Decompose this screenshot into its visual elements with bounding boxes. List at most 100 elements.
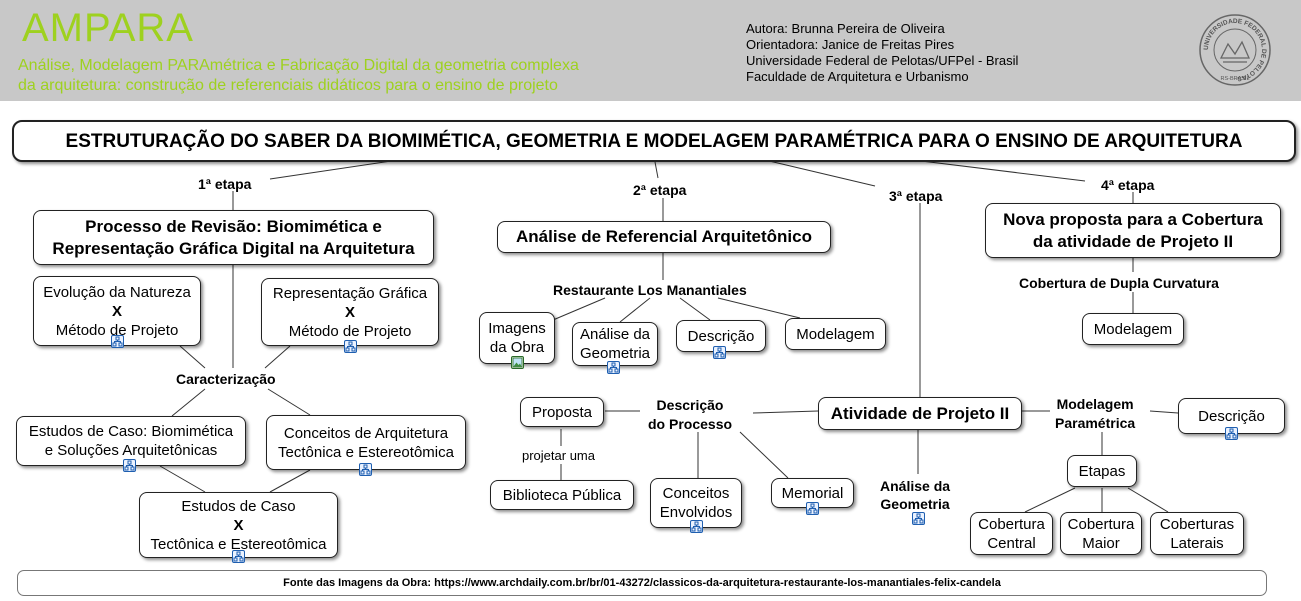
node-text: Evolução da Natureza: [43, 283, 191, 301]
node-text: Descrição: [1198, 407, 1265, 425]
concept-map-icon[interactable]: [111, 335, 124, 348]
node-text: Cobertura: [1067, 515, 1135, 533]
node-text: Análise da: [579, 326, 651, 343]
node-text: Etapas: [1078, 462, 1126, 480]
node-cobertura-maior[interactable]: Cobertura Maior: [1060, 512, 1142, 555]
credit-author: Autora: Brunna Pereira de Oliveira: [746, 21, 945, 36]
node-modelagem-s2[interactable]: Modelagem: [785, 318, 886, 350]
link-title-stage1: [269, 158, 406, 180]
node-conceitos-envolvidos[interactable]: Conceitos Envolvidos: [650, 478, 742, 528]
node-text: Método de Projeto: [288, 322, 412, 340]
link-title-stage3: [764, 159, 876, 187]
svg-text:RS-BRASIL: RS-BRASIL: [1220, 76, 1249, 82]
node-etapas[interactable]: Etapas: [1067, 455, 1137, 487]
cobertura-dupla-label: Cobertura de Dupla Curvatura: [1019, 275, 1219, 291]
node-imagens-obra[interactable]: Imagens da Obra: [479, 312, 555, 364]
node-conceitos-arquitetura[interactable]: Conceitos de Arquitetura Tectônica e Est…: [266, 415, 466, 470]
stage-4-label: 4ª etapa: [1101, 177, 1155, 193]
link-desc-memorial: [739, 431, 789, 479]
node-text: Modelagem: [796, 325, 875, 343]
link-caract-conc: [267, 388, 311, 416]
node-biblioteca-publica[interactable]: Biblioteca Pública: [490, 480, 634, 510]
node-analise-geometria[interactable]: Análise da Geometria: [572, 322, 658, 366]
node-text: Representação Gráfica Digital na Arquite…: [52, 238, 415, 258]
node-text: Biblioteca Pública: [502, 486, 622, 504]
link-ativ-desc: [752, 410, 819, 414]
concept-map-icon[interactable]: [359, 463, 372, 476]
node-text: Cobertura: [978, 515, 1045, 533]
node-text: Memorial: [781, 484, 844, 502]
concept-map-icon[interactable]: [1225, 427, 1238, 440]
node-text: Tectônica e Estereotômica: [150, 535, 327, 553]
node-text: Coberturas: [1159, 515, 1235, 533]
node-text: Imagens: [488, 320, 546, 337]
node-text: Tectônica e Estereotômica: [278, 443, 454, 461]
link-title-stage4: [904, 158, 1086, 182]
node-text: Estudos de Caso: [181, 497, 296, 515]
node-nova-proposta[interactable]: Nova proposta para a Cobertura da ativid…: [985, 203, 1281, 258]
link-rest-mod: [717, 297, 801, 319]
modelagem-parametrica-label: Modelagem Paramétrica: [1055, 395, 1135, 433]
concept-map-icon[interactable]: [123, 459, 136, 472]
concept-map-icon[interactable]: [344, 340, 357, 353]
link-rest-img: [552, 297, 606, 321]
footer-source: Fonte das Imagens da Obra: https://www.a…: [17, 570, 1267, 596]
node-text: Laterais: [1170, 534, 1224, 552]
main-title-text: ESTRUTURAÇÃO DO SABER DA BIOMIMÉTICA, GE…: [65, 130, 1243, 152]
link-etapas-laterais: [1127, 487, 1169, 513]
link-bio-tec: [159, 465, 206, 493]
link-modparam-desc: [1149, 410, 1179, 414]
node-modelagem-s4[interactable]: Modelagem: [1082, 313, 1184, 345]
subtitle-line-2: da arquitetura: construção de referencia…: [18, 77, 558, 94]
node-text: Estudos de Caso: Biomimética: [28, 423, 234, 440]
node-estudos-biomimetica[interactable]: Estudos de Caso: Biomimética e Soluções …: [16, 416, 246, 466]
node-representacao-grafica[interactable]: Representação Gráfica X Método de Projet…: [261, 278, 439, 346]
caracterizacao-label: Caracterização: [176, 371, 276, 387]
node-text: Análise de Referencial Arquitetônico: [516, 227, 812, 246]
node-coberturas-laterais[interactable]: Coberturas Laterais: [1150, 512, 1244, 555]
node-text: X: [111, 302, 122, 320]
node-analise-referencial[interactable]: Análise de Referencial Arquitetônico: [497, 221, 831, 253]
app-name: AMPARA: [22, 6, 194, 50]
node-text: e Soluções Arquitetônicas: [44, 442, 218, 459]
credit-faculty: Faculdade de Arquitetura e Urbanismo: [746, 69, 969, 84]
label-text: Paramétrica: [1055, 415, 1136, 431]
concept-map-icon[interactable]: [912, 512, 925, 525]
concept-map-icon[interactable]: [713, 346, 726, 359]
node-text: Central: [987, 534, 1036, 552]
node-text: Proposta: [531, 403, 593, 421]
analise-geometria-label: Análise da Geometria: [880, 477, 950, 513]
university-seal-logo: UNIVERSIDADE FEDERAL DE PELOTAS RS-BRASI…: [1199, 14, 1271, 86]
concept-map-icon[interactable]: [607, 361, 620, 374]
concept-map-icon[interactable]: [690, 520, 703, 533]
image-icon[interactable]: [511, 356, 524, 369]
label-text: do Processo: [648, 416, 733, 432]
node-text: da Obra: [489, 339, 545, 356]
node-atividade-projeto[interactable]: Atividade de Projeto II: [818, 397, 1022, 430]
concept-map-icon[interactable]: [232, 550, 245, 563]
node-text: Conceitos de Arquitetura: [283, 424, 449, 442]
node-text: Envolvidos: [659, 504, 733, 521]
link-rest-desc: [679, 297, 711, 321]
node-text: da atividade de Projeto II: [1032, 231, 1234, 251]
node-text: Processo de Revisão: Biomimética e: [85, 216, 382, 236]
stage-2-label: 2ª etapa: [633, 182, 687, 198]
label-text: Descrição: [656, 397, 724, 413]
footer-text: Fonte das Imagens da Obra: https://www.a…: [283, 577, 1001, 589]
credit-advisor: Orientadora: Janice de Freitas Pires: [746, 37, 955, 52]
node-text: Atividade de Projeto II: [830, 403, 1010, 423]
node-evolucao-natureza[interactable]: Evolução da Natureza X Método de Projeto: [33, 276, 201, 346]
node-estudos-tectonica[interactable]: Estudos de Caso X Tectônica e Estereotôm…: [139, 492, 338, 558]
node-text: Maior: [1082, 534, 1120, 552]
node-cobertura-central[interactable]: Cobertura Central: [970, 512, 1053, 555]
node-processo-revisao[interactable]: Processo de Revisão: Biomimética e Repre…: [33, 210, 434, 265]
projetar-uma-label: projetar uma: [522, 448, 595, 463]
node-text: Método de Projeto: [55, 321, 179, 339]
node-proposta[interactable]: Proposta: [520, 397, 604, 427]
node-text: Conceitos: [662, 485, 730, 502]
concept-map-icon[interactable]: [806, 502, 819, 515]
restaurante-label: Restaurante Los Manantiales: [553, 282, 747, 298]
node-text: X: [344, 303, 355, 321]
credit-university: Universidade Federal de Pelotas/UFPel - …: [746, 53, 1019, 68]
